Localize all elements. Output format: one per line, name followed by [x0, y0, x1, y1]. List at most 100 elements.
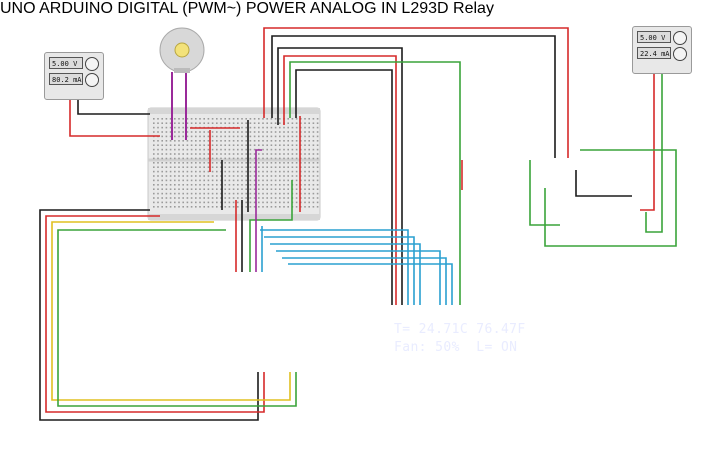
arduino-power-label: POWER	[245, 0, 307, 17]
breadboard-hole	[224, 192, 226, 195]
breadboard-hole	[224, 179, 226, 182]
resistor-lcd: Relay 5.00 V 80.2 mA 5.00 V 22.4 mA T= 2…	[44, 0, 692, 355]
breadboard-hole	[220, 192, 222, 195]
breadboard-hole	[211, 170, 214, 173]
breadboard-hole	[182, 188, 184, 190]
breadboard-hole	[270, 153, 273, 155]
breadboard-hole	[232, 140, 235, 142]
breadboard-hole	[161, 148, 163, 151]
breadboard-hole	[169, 192, 172, 195]
breadboard-hole	[274, 140, 277, 142]
breadboard-hole	[262, 166, 264, 168]
breadboard-hole	[161, 162, 163, 164]
breadboard-hole	[283, 162, 285, 164]
breadboard-hole	[241, 140, 243, 142]
breadboard-hole	[266, 118, 268, 120]
breadboard-hole	[195, 135, 197, 138]
breadboard-hole	[232, 162, 235, 164]
psu-left-current-knob-icon[interactable]	[85, 73, 99, 87]
breadboard-hole	[174, 162, 176, 164]
breadboard-hole	[295, 166, 298, 168]
breadboard-hole	[211, 184, 214, 186]
psu-left-voltage: 5.00 V	[49, 57, 83, 69]
breadboard-hole	[295, 153, 298, 155]
breadboard-hole	[245, 153, 247, 155]
breadboard-hole	[199, 179, 201, 182]
breadboard-hole	[190, 118, 193, 120]
breadboard-hole	[199, 118, 201, 120]
breadboard-hole	[237, 153, 239, 155]
psu-left-current: 80.2 mA	[49, 73, 83, 85]
breadboard-hole	[304, 184, 306, 186]
breadboard-hole	[228, 188, 231, 190]
psu-right-current-knob-icon[interactable]	[673, 47, 687, 61]
breadboard-hole	[295, 206, 298, 208]
breadboard-hole	[287, 157, 289, 160]
breadboard-hole	[195, 122, 197, 124]
breadboard-hole	[245, 188, 247, 190]
breadboard-hole	[228, 166, 231, 168]
breadboard-hole	[295, 157, 298, 160]
breadboard-hole	[153, 179, 155, 182]
breadboard-hole	[228, 201, 231, 204]
breadboard-hole	[279, 140, 281, 142]
breadboard-hole	[279, 175, 281, 177]
psu-right-voltage-knob-icon[interactable]	[673, 31, 687, 45]
breadboard-hole	[207, 131, 210, 133]
breadboard-hole	[228, 140, 231, 142]
breadboard-hole	[291, 153, 294, 155]
breadboard-hole	[228, 179, 231, 182]
arduino-analog-label: ANALOG IN	[309, 0, 397, 17]
breadboard-hole	[258, 184, 260, 186]
breadboard-hole	[203, 184, 205, 186]
breadboard-hole	[203, 166, 205, 168]
breadboard-hole	[253, 166, 256, 168]
breadboard-hole	[190, 135, 193, 138]
breadboard-hole	[211, 206, 214, 208]
breadboard-hole	[304, 157, 306, 160]
breadboard-hole	[220, 201, 222, 204]
breadboard-hole	[190, 131, 193, 133]
breadboard-hole	[157, 131, 159, 133]
breadboard-hole	[232, 131, 235, 133]
breadboard-hole	[169, 122, 172, 124]
breadboard-hole	[237, 135, 239, 138]
breadboard-hole	[182, 175, 184, 177]
breadboard-hole	[249, 166, 252, 168]
breadboard-hole	[186, 175, 189, 177]
breadboard-hole	[274, 184, 277, 186]
breadboard-hole	[157, 157, 159, 160]
breadboard-hole	[182, 179, 184, 182]
breadboard-hole	[283, 153, 285, 155]
breadboard-hole	[245, 170, 247, 173]
breadboard-hole	[241, 157, 243, 160]
breadboard-hole	[203, 170, 205, 173]
breadboard-hole	[182, 131, 184, 133]
breadboard-hole	[295, 135, 298, 138]
psu-left-voltage-knob-icon[interactable]	[85, 57, 99, 71]
breadboard-hole	[249, 118, 252, 120]
breadboard-hole	[216, 144, 218, 146]
breadboard-hole	[216, 192, 218, 195]
breadboard-hole	[207, 140, 210, 142]
breadboard-hole	[304, 162, 306, 164]
breadboard-hole	[195, 144, 197, 146]
breadboard-hole	[178, 197, 180, 199]
breadboard-hole	[262, 184, 264, 186]
breadboard-hole	[174, 118, 176, 120]
breadboard-hole	[157, 118, 159, 120]
breadboard-hole	[178, 126, 180, 129]
breadboard-hole	[186, 188, 189, 190]
breadboard-hole	[241, 144, 243, 146]
breadboard-hole	[245, 179, 247, 182]
breadboard-hole	[161, 118, 163, 120]
breadboard-hole	[258, 192, 260, 195]
breadboard-hole	[279, 135, 281, 138]
breadboard-hole	[266, 201, 268, 204]
breadboard-hole	[249, 162, 252, 164]
breadboard-hole	[190, 201, 193, 204]
breadboard-hole	[182, 192, 184, 195]
breadboard-hole	[190, 184, 193, 186]
breadboard-hole	[316, 201, 319, 204]
breadboard-hole	[249, 135, 252, 138]
